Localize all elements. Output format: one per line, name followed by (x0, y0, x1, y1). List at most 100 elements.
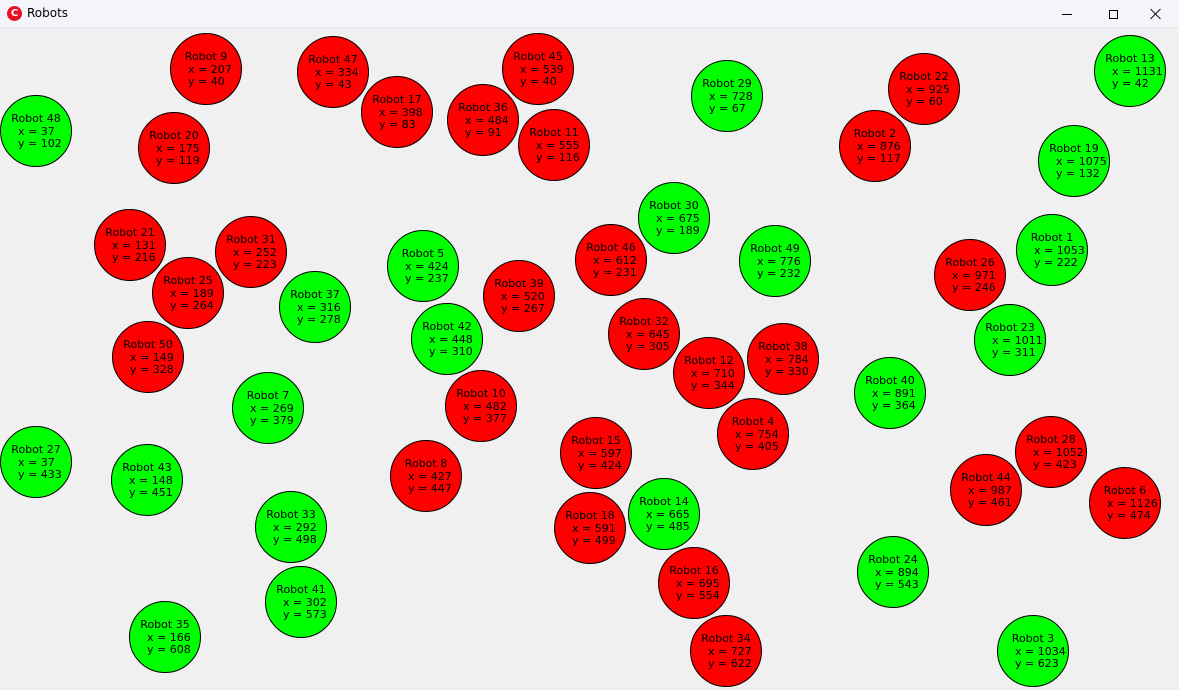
robot-y-readout: y = 311 (992, 346, 1036, 359)
robot-x-readout: x = 776 (757, 255, 801, 268)
robot-name-label: Robot 10 (456, 387, 506, 400)
robot-x-readout: x = 427 (408, 470, 452, 483)
robot-name-label: Robot 9 (184, 50, 228, 63)
robot-name-label: Robot 50 (123, 338, 173, 351)
close-button[interactable] (1133, 0, 1179, 28)
robot-y-readout: y = 543 (875, 578, 919, 591)
robot-name-label: Robot 44 (961, 471, 1011, 484)
robot-name-label: Robot 30 (649, 199, 699, 212)
robot-name-label: Robot 22 (899, 70, 949, 83)
window-title: Robots (27, 6, 69, 20)
robot-x-readout: x = 1075 (1056, 155, 1107, 168)
robot-y-readout: y = 433 (18, 468, 62, 481)
robot-y-readout: y = 377 (463, 412, 507, 425)
robot-y-readout: y = 132 (1056, 167, 1100, 180)
title-bar[interactable]: C Robots (0, 0, 1179, 28)
robot-name-label: Robot 41 (276, 583, 326, 596)
robot-y-readout: y = 278 (297, 313, 341, 326)
robot-name-label: Robot 48 (11, 112, 61, 125)
robot-name-label: Robot 27 (11, 443, 61, 456)
robot-name-label: Robot 32 (619, 315, 669, 328)
robot-y-readout: y = 485 (646, 520, 690, 533)
robot-name-label: Robot 46 (586, 241, 636, 254)
maximize-icon (1108, 9, 1118, 19)
robot-name-label: Robot 16 (669, 564, 719, 577)
robot-name-label: Robot 45 (513, 50, 563, 63)
robot-x-readout: x = 754 (735, 428, 779, 441)
robot-name-label: Robot 20 (149, 129, 199, 142)
robot-x-readout: x = 597 (578, 447, 622, 460)
robot-x-readout: x = 1052 (1033, 446, 1084, 459)
robot-y-readout: y = 474 (1107, 509, 1151, 522)
maximize-button[interactable] (1090, 0, 1136, 28)
robot-name-label: Robot 8 (404, 457, 448, 470)
robot-x-readout: x = 520 (501, 290, 545, 303)
robot-x-readout: x = 971 (952, 269, 996, 282)
robot-y-readout: y = 60 (906, 95, 943, 108)
robot-y-readout: y = 423 (1033, 458, 1077, 471)
robot-x-readout: x = 1131 (1112, 65, 1163, 78)
robot-y-readout: y = 405 (735, 440, 779, 453)
robot-x-readout: x = 166 (147, 631, 191, 644)
robot-y-readout: y = 499 (572, 534, 616, 547)
minimize-button[interactable] (1044, 0, 1090, 28)
robot-name-label: Robot 2 (853, 127, 897, 140)
minimize-icon (1062, 13, 1072, 15)
robot-x-readout: x = 675 (656, 212, 700, 225)
robot-name-label: Robot 39 (494, 277, 544, 290)
robot-x-readout: x = 925 (906, 83, 950, 96)
robot-name-label: Robot 25 (163, 274, 213, 287)
